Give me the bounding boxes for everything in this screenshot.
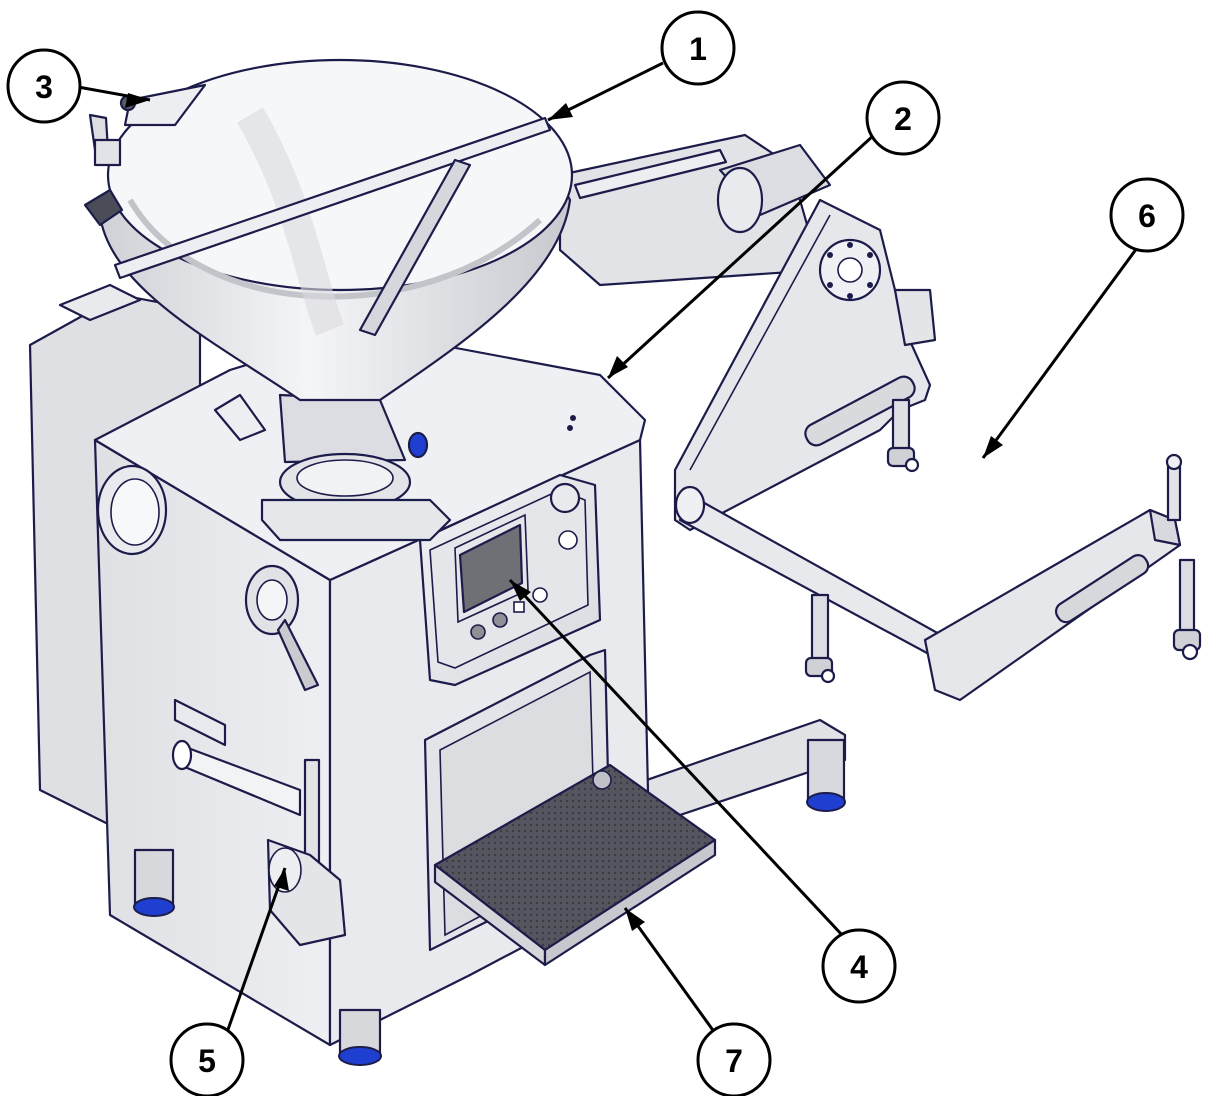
lifting-device [558, 133, 1202, 702]
callout-7: 7 [696, 1022, 772, 1096]
drip-tray [433, 763, 717, 967]
lid-latch [123, 83, 207, 127]
callout-2: 2 [865, 80, 941, 156]
arrowhead-6 [983, 436, 1003, 458]
callout-3-label: 3 [35, 69, 53, 105]
leader-arrowheads [125, 93, 1003, 931]
callout-2-label: 2 [894, 101, 912, 137]
arrowhead-2 [608, 356, 628, 378]
arrowhead-1 [548, 103, 573, 120]
callout-3: 3 [6, 48, 82, 124]
hopper [83, 58, 574, 542]
leader-5 [223, 867, 287, 1039]
callout-5-label: 5 [198, 1043, 216, 1079]
callout-5: 5 [169, 1022, 245, 1096]
leader-lines [77, 61, 1139, 1041]
leader-6 [981, 247, 1139, 459]
callout-4: 4 [821, 928, 897, 1004]
callout-4-label: 4 [850, 949, 868, 985]
callout-6-label: 6 [1138, 198, 1156, 234]
callout-1-label: 1 [689, 31, 707, 67]
arrowhead-3 [125, 93, 150, 108]
leader-4 [508, 578, 845, 938]
touch-display [458, 523, 524, 614]
callout-6: 6 [1109, 177, 1185, 253]
callout-7-label: 7 [725, 1043, 743, 1079]
callout-1: 1 [660, 10, 736, 86]
leader-7 [623, 907, 722, 1041]
arrowhead-5 [274, 868, 289, 891]
leader-2 [606, 133, 876, 380]
arrowhead-7 [625, 908, 645, 931]
arrowhead-4 [510, 580, 531, 601]
